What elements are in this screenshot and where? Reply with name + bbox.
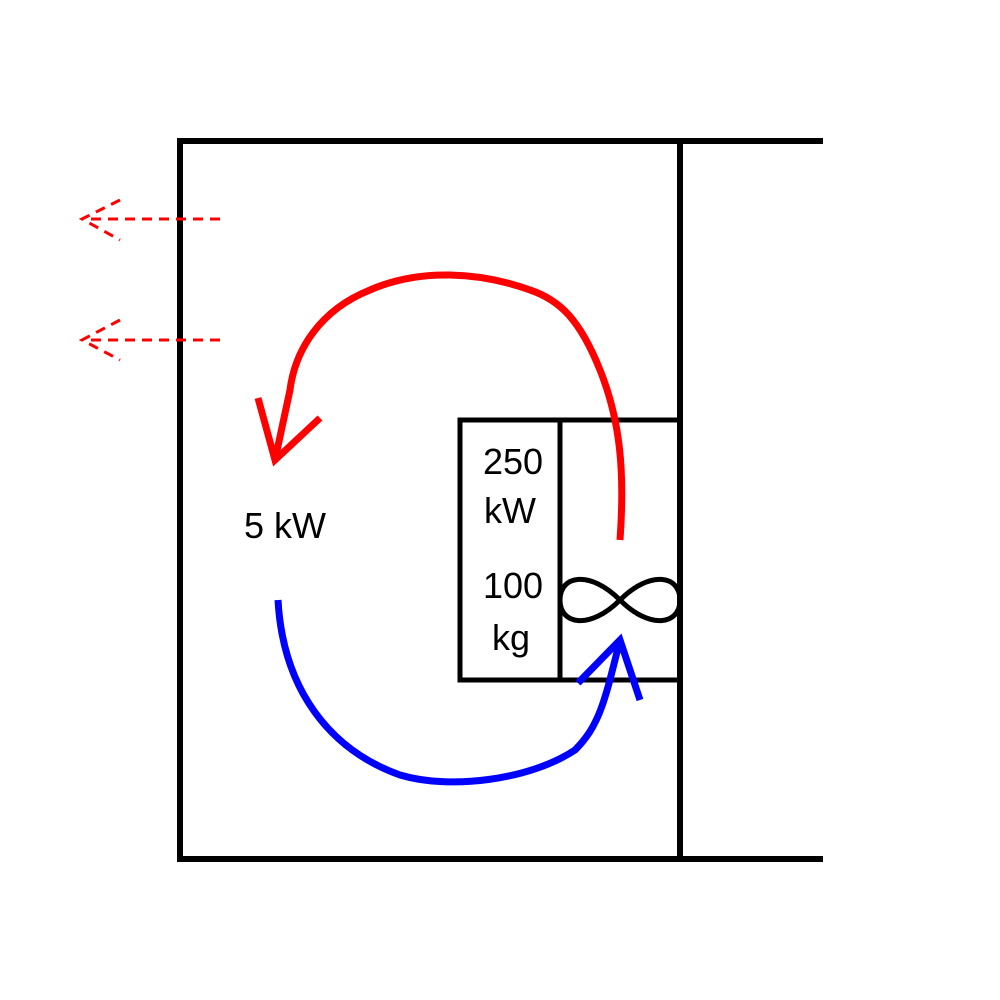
room-heat-load-label: 5 kW: [244, 505, 326, 546]
heat-loss-arrow-upper: [78, 198, 220, 242]
cold-air-flow: [274, 599, 644, 786]
cold-air-arrowhead: [575, 633, 644, 702]
unit-mass-value-label: 100: [483, 565, 543, 606]
cold-air-curve: [274, 599, 624, 786]
unit-power-value-label: 250: [483, 441, 543, 482]
hot-air-arrowhead: [254, 397, 323, 467]
unit-mass-unit-label: kg: [492, 617, 530, 658]
unit-power-unit-label: kW: [484, 490, 536, 531]
heat-loss-arrows: [78, 198, 220, 362]
hot-air-flow: [254, 271, 626, 541]
hot-air-curve: [271, 271, 626, 541]
equipment-unit: [457, 417, 683, 683]
heat-loss-arrow-lower: [78, 318, 220, 362]
fan-icon: [557, 576, 683, 624]
equipment-box: [457, 417, 683, 683]
